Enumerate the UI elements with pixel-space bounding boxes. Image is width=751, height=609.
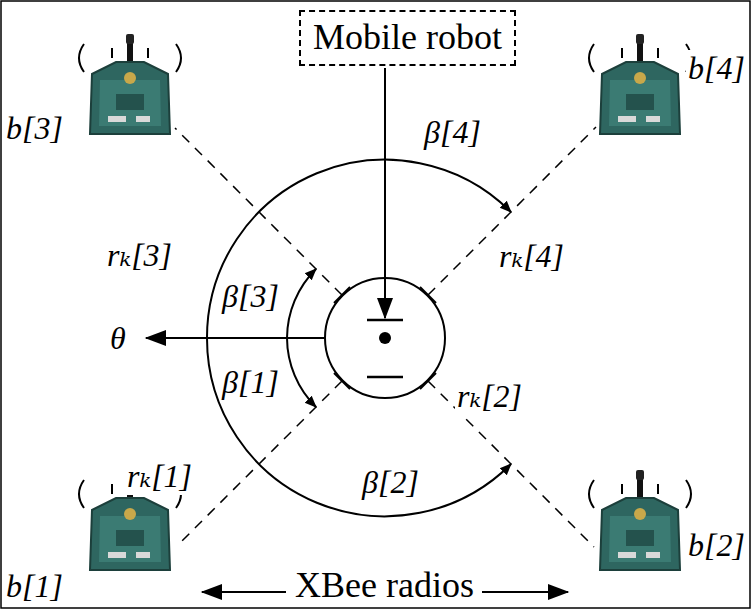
dashed-box: Mobile robot	[299, 10, 516, 66]
pointer-arrow	[384, 68, 386, 318]
pointer-arrow	[482, 591, 568, 593]
bearing-label: β[2]	[360, 464, 421, 501]
bearing-label: β[1]	[220, 364, 281, 401]
range-label: rₖ[4]	[497, 238, 566, 275]
heading-label: θ	[108, 320, 128, 357]
range-label: rₖ[1]	[125, 458, 194, 495]
xbee-radio	[589, 34, 691, 134]
range-label: rₖ[2]	[455, 378, 524, 415]
caption-text: XBee radios	[293, 565, 476, 606]
xbee-radio	[79, 34, 181, 134]
box-label: Mobile robot	[313, 18, 502, 58]
heading-axis	[146, 337, 325, 339]
bearing-arc	[207, 160, 511, 517]
beacon-label: b[2]	[686, 527, 747, 564]
beacon-label: b[4]	[686, 50, 747, 87]
beacon-label: b[1]	[4, 568, 65, 605]
beacon-label: b[3]	[4, 110, 65, 147]
pointer-arrow	[202, 591, 286, 593]
xbee-radio	[589, 470, 691, 570]
bearing-label: β[4]	[422, 114, 483, 151]
bearing-label: β[3]	[220, 278, 281, 315]
range-label: rₖ[3]	[105, 237, 174, 274]
